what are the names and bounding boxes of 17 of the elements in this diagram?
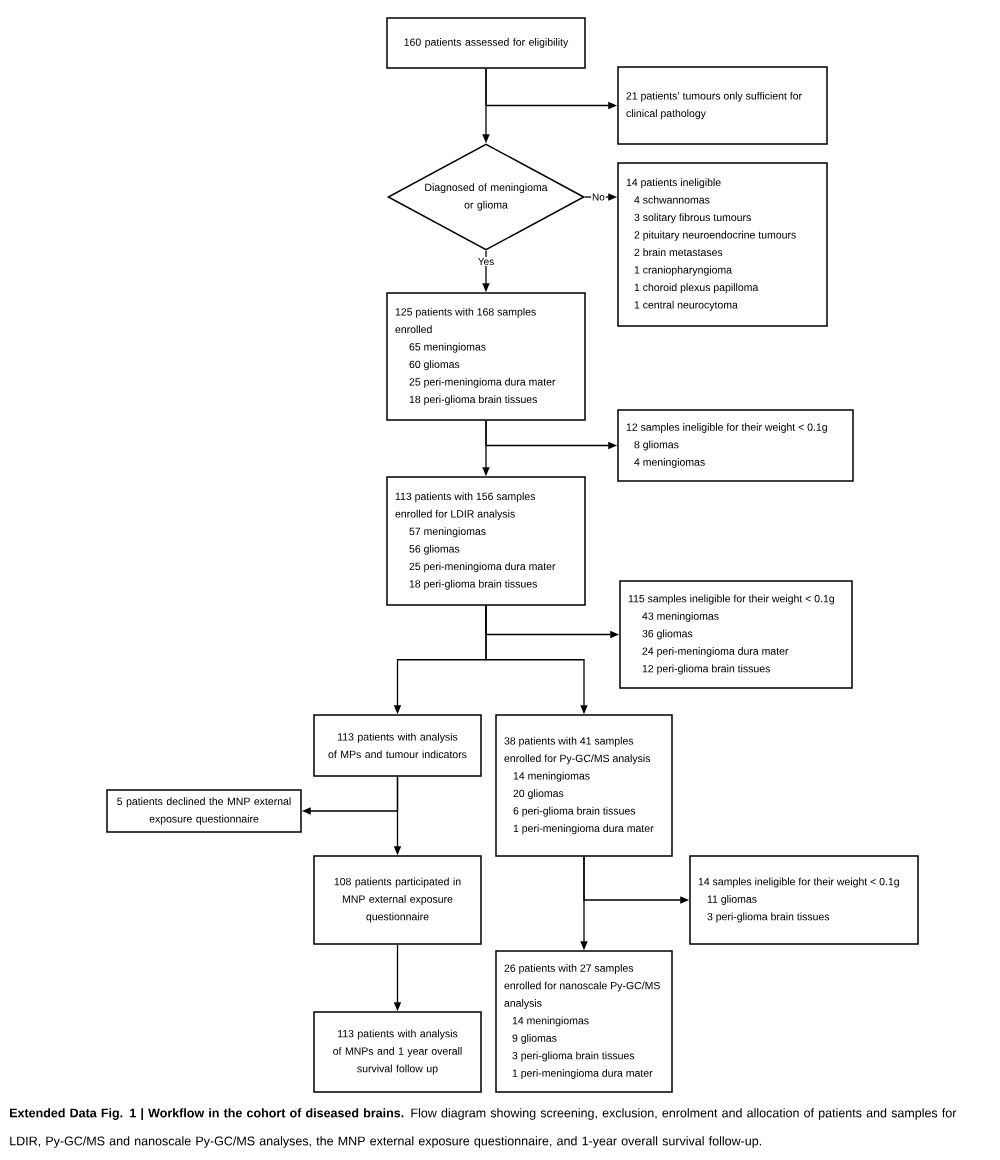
flow-box: 14 patients ineligible 4 schwannomas 3 solitary fibrous tumours 2 pituitary neuroendocrine tumours 2 brain metastases 1 craniopharyngioma 1 choroid plexus papilloma 1 central neurocytoma	[617, 162, 828, 327]
flow-box: 113 patients with analysis of MPs and tumour indicators	[313, 714, 482, 777]
edge-label: No	[591, 192, 606, 202]
flow-box: 108 patients participated in MNP external exposure questionnaire	[313, 855, 482, 945]
flow-box: 12 samples ineligible for their weight < 0.1g 8 gliomas 4 meningiomas	[617, 409, 854, 482]
flow-box: 125 patients with 168 samples enrolled 65 meningiomas 60 gliomas 25 peri-meningioma dura mater 18 peri-glioma brain tissues	[386, 292, 586, 421]
flow-box: 160 patients assessed for eligibility	[386, 17, 586, 69]
edge-label: Yes	[476, 257, 496, 267]
flow-box: 26 patients with 27 samples enrolled for nanoscale Py-GC/MS analysis 14 meningiomas 9 gliomas 3 peri-glioma brain tissues 1 peri-meningioma dura mater	[495, 950, 673, 1093]
caption: Extended Data Fig. 1 | Workflow in the cohort of diseased brains. Flow diagram showing screening, exclusion, enrolment and allocation of patients and samples for LDIR, Py-GC/MS and nanoscale Py-GC/MS analyses, the MNP external exposure questionnaire, and 1-year overall survival follow-up.	[10, 1108, 957, 1148]
flow-box: 115 samples ineligible for their weight < 0.1g 43 meningiomas 36 gliomas 24 peri-meningioma dura mater 12 peri-glioma brain tissues	[619, 580, 853, 689]
flow-box: 113 patients with 156 samples enrolled for LDIR analysis 57 meningiomas 56 gliomas 25 peri-meningioma dura mater 18 peri-glioma brain tissues	[386, 476, 586, 606]
flow-box: 113 patients with analysis of MNPs and 1 year overall survival follow up	[313, 1011, 482, 1093]
flow-box: 5 patients declined the MNP external exposure questionnaire	[106, 789, 302, 833]
flow-box: 21 patients’ tumours only sufficient for clinical pathology	[617, 66, 828, 145]
flow-box: 38 patients with 41 samples enrolled for Py-GC/MS analysis 14 meningiomas 20 gliomas 6 peri-glioma brain tissues 1 peri-meningioma dura mater	[495, 714, 673, 857]
flow-box: 14 samples ineligible for their weight < 0.1g 11 gliomas 3 peri-glioma brain tissues	[689, 855, 919, 945]
